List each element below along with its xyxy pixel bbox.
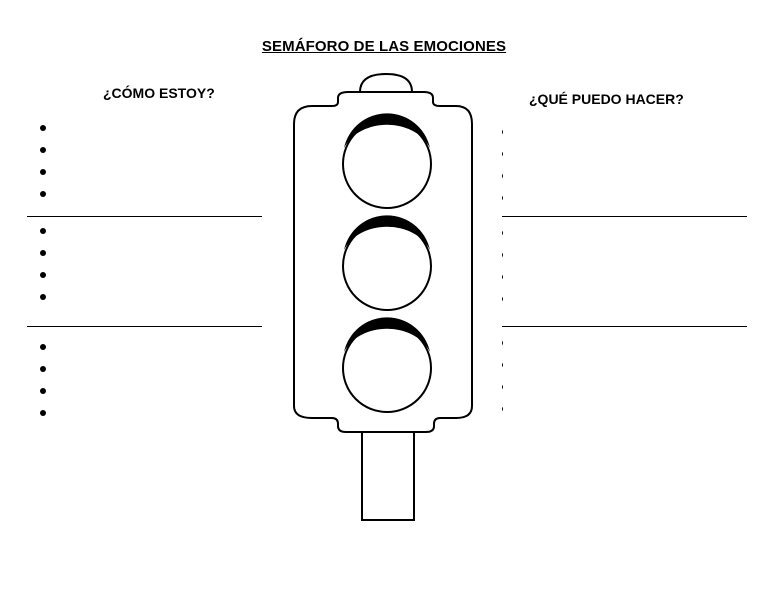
left-bullet-list-1 — [40, 125, 46, 213]
left-column-heading: ¿CÓMO ESTOY? — [103, 85, 215, 101]
bullet-point — [40, 125, 46, 131]
bottom-light — [342, 317, 432, 413]
bullet-point — [40, 344, 46, 350]
right-column-heading: ¿QUÉ PUEDO HACER? — [529, 91, 684, 107]
bullet-point — [40, 410, 46, 416]
middle-light-visor — [344, 215, 430, 250]
left-divider-bottom — [27, 326, 285, 327]
top-cap — [358, 72, 414, 93]
left-divider-top — [27, 216, 285, 217]
pole — [361, 429, 415, 521]
right-divider-bottom — [489, 326, 747, 327]
bullet-point — [40, 272, 46, 278]
bullet-point — [40, 191, 46, 197]
page-title: SEMÁFORO DE LAS EMOCIONES — [261, 38, 507, 55]
bullet-point — [40, 294, 46, 300]
top-light-visor — [344, 113, 430, 148]
bullet-point — [40, 250, 46, 256]
bullet-point — [40, 228, 46, 234]
middle-light — [342, 215, 432, 311]
top-light — [342, 113, 432, 209]
bullet-point — [40, 366, 46, 372]
bullet-point — [40, 388, 46, 394]
left-bullet-list-2 — [40, 228, 46, 316]
traffic-light-illustration — [262, 68, 502, 530]
bullet-point — [40, 169, 46, 175]
bottom-light-visor — [344, 317, 430, 352]
right-divider-top — [489, 216, 747, 217]
bullet-point — [40, 147, 46, 153]
left-bullet-list-3 — [40, 344, 46, 432]
